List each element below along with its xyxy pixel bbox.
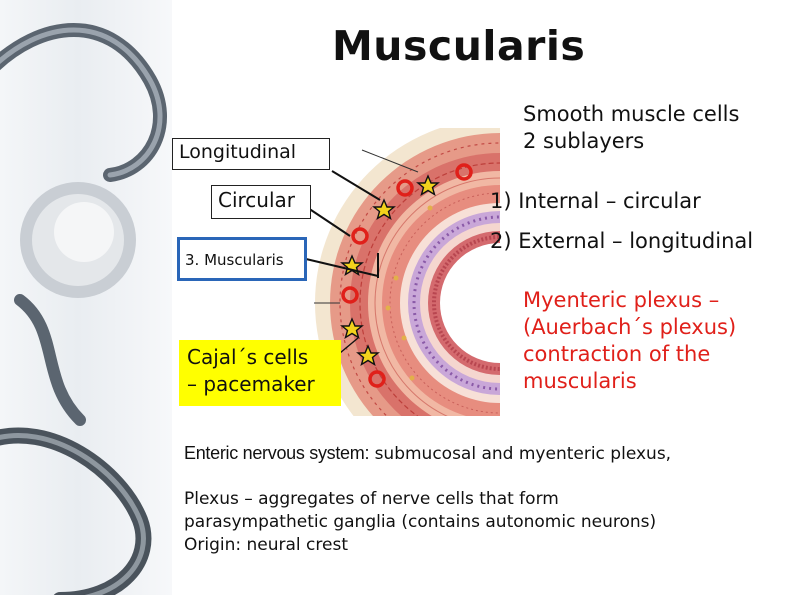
myenteric-line-2: (Auerbach´s plexus) [523, 315, 737, 339]
cajal-line-2: – pacemaker [187, 372, 315, 396]
smooth-line-1: Smooth muscle cells [523, 102, 740, 126]
plexus-line-3: Origin: neural crest [184, 535, 348, 555]
myenteric-plexus-text: Myenteric plexus – (Auerbach´s plexus) c… [523, 287, 736, 395]
myenteric-line-1: Myenteric plexus – [523, 288, 720, 312]
muscularis-label: 3. Muscularis [177, 237, 307, 281]
ens-rest: submucosal and myenteric plexus, [369, 444, 672, 464]
external-layer-text: 2) External – longitudinal [490, 229, 754, 253]
smooth-line-2: 2 sublayers [523, 129, 645, 153]
myenteric-line-3: contraction of the [523, 342, 711, 366]
longitudinal-label: Longitudinal [172, 138, 330, 170]
plexus-line-2: parasympathetic ganglia (contains autono… [184, 512, 657, 532]
enteric-nervous-system-text: Enteric nervous system: submucosal and m… [184, 443, 671, 464]
circular-label: Circular [211, 185, 311, 219]
plexus-line-1: Plexus – aggregates of nerve cells that … [184, 489, 559, 509]
stethoscope-background-image [0, 0, 172, 595]
slide-title: Muscularis [332, 22, 586, 70]
ens-lead: Enteric nervous system: [184, 443, 370, 463]
cajal-line-1: Cajal´s cells [187, 345, 309, 369]
smooth-muscle-text: Smooth muscle cells 2 sublayers [523, 101, 739, 155]
muscularis-histology-diagram [300, 128, 500, 416]
internal-layer-text: 1) Internal – circular [490, 189, 701, 213]
plexus-definition-text: Plexus – aggregates of nerve cells that … [184, 488, 656, 557]
myenteric-line-4: muscularis [523, 369, 637, 393]
cajal-cells-label: Cajal´s cells – pacemaker [179, 340, 341, 406]
